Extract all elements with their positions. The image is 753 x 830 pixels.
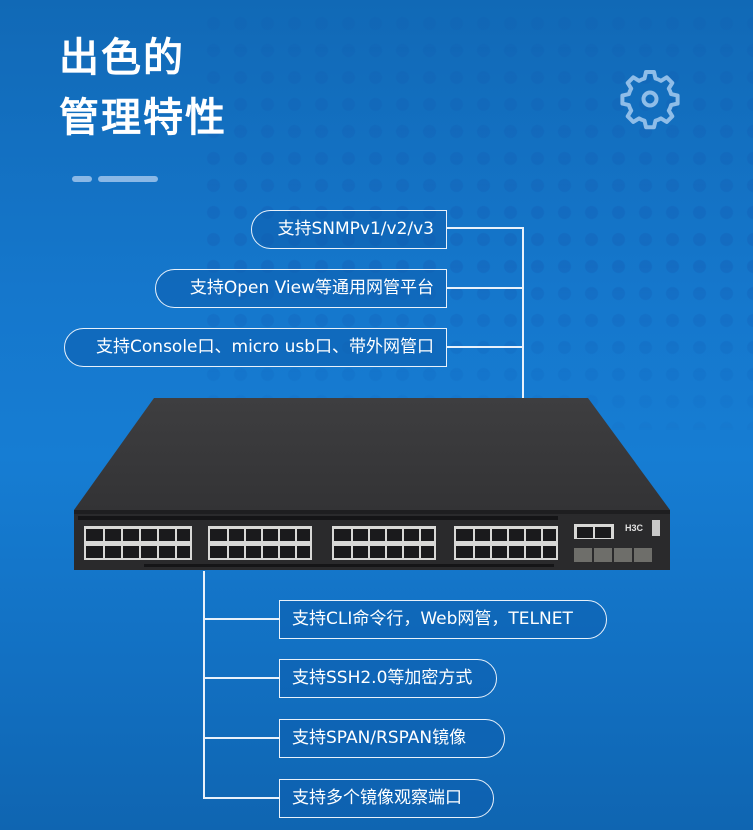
feature-ssh: 支持SSH2.0等加密方式: [279, 659, 497, 698]
feature-mirror-ports: 支持多个镜像观察端口: [279, 779, 494, 818]
feature-openview: 支持Open View等通用网管平台: [155, 269, 447, 308]
feature-span: 支持SPAN/RSPAN镜像: [279, 719, 505, 758]
feature-console: 支持Console口、micro usb口、带外网管口: [64, 328, 447, 367]
gear-icon: [620, 70, 680, 130]
deco-bar-short: [72, 176, 92, 182]
connector-line: [447, 287, 523, 289]
connector-line: [203, 737, 280, 739]
title-line-2: 管理特性: [59, 95, 227, 141]
title-line-1: 出色的: [59, 35, 185, 81]
feature-snmp: 支持SNMPv1/v2/v3: [251, 210, 447, 249]
connector-line: [203, 618, 280, 620]
connector-trunk: [203, 571, 205, 798]
network-switch-image: H3C: [74, 398, 670, 570]
deco-bar-long: [98, 176, 158, 182]
connector-line: [447, 346, 523, 348]
connector-line: [447, 227, 523, 229]
page-title: 出色的 管理特性: [59, 28, 227, 148]
connector-trunk: [522, 227, 524, 399]
svg-text:H3C: H3C: [625, 523, 644, 533]
connector-line: [203, 677, 280, 679]
feature-cli-web-telnet: 支持CLI命令行，Web网管，TELNET: [279, 600, 607, 639]
connector-line: [203, 797, 280, 799]
